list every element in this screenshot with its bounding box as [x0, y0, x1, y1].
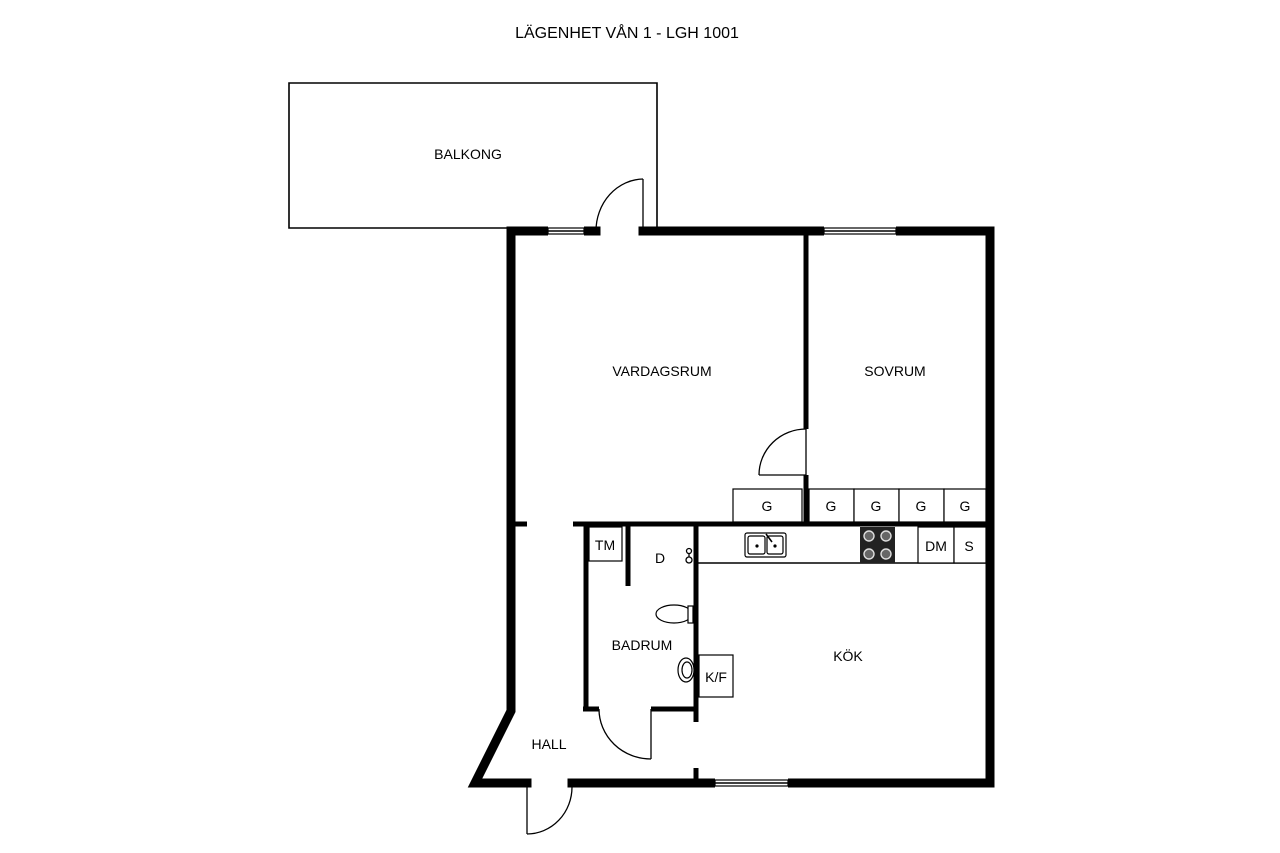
wardrobe-bedroom-3 [898, 488, 945, 523]
kitchen-counter: DM S [698, 526, 987, 564]
wardrobe-label: G [916, 498, 927, 514]
shower-faucet-icon [685, 547, 693, 564]
window-living [547, 226, 585, 236]
wardrobe-bedroom-4 [943, 488, 987, 523]
room-label-hall: HALL [531, 736, 566, 752]
washbasin-icon [677, 657, 695, 683]
room-label-bathroom: BADRUM [612, 637, 673, 653]
sink-icon [744, 532, 787, 558]
cabinet-label: S [964, 538, 973, 554]
fridge-freezer: K/F [698, 654, 734, 698]
wardrobe-living [732, 488, 803, 523]
window-bedroom [823, 226, 897, 236]
balcony-door [595, 178, 644, 232]
wardrobe-label: G [960, 498, 971, 514]
stove-icon [860, 527, 895, 563]
room-label-balcony: BALKONG [434, 146, 502, 162]
wardrobe-label: G [826, 498, 837, 514]
bathroom-door [598, 708, 652, 760]
window-kitchen [714, 778, 789, 788]
bedroom-door [758, 428, 807, 476]
entrance-door [526, 786, 573, 835]
plan-title: LÄGENHET VÅN 1 - LGH 1001 [515, 23, 739, 42]
dryer-label: TM [595, 537, 615, 553]
fridge-freezer-label: K/F [705, 669, 727, 685]
bathroom-fixtures: TM D [588, 526, 695, 683]
room-label-bedroom: SOVRUM [864, 363, 925, 379]
wardrobes: G G G G G [732, 488, 987, 523]
wardrobe-label: G [762, 498, 773, 514]
toilet-icon [655, 604, 694, 624]
interior-walls [513, 231, 990, 783]
room-label-kitchen: KÖK [833, 647, 863, 664]
wardrobe-label: G [871, 498, 882, 514]
dryer [588, 526, 623, 562]
dishwasher-label: DM [925, 538, 947, 554]
room-label-living: VARDAGSRUM [612, 363, 711, 379]
shower-label: D [655, 550, 665, 566]
cabinet [953, 526, 987, 564]
